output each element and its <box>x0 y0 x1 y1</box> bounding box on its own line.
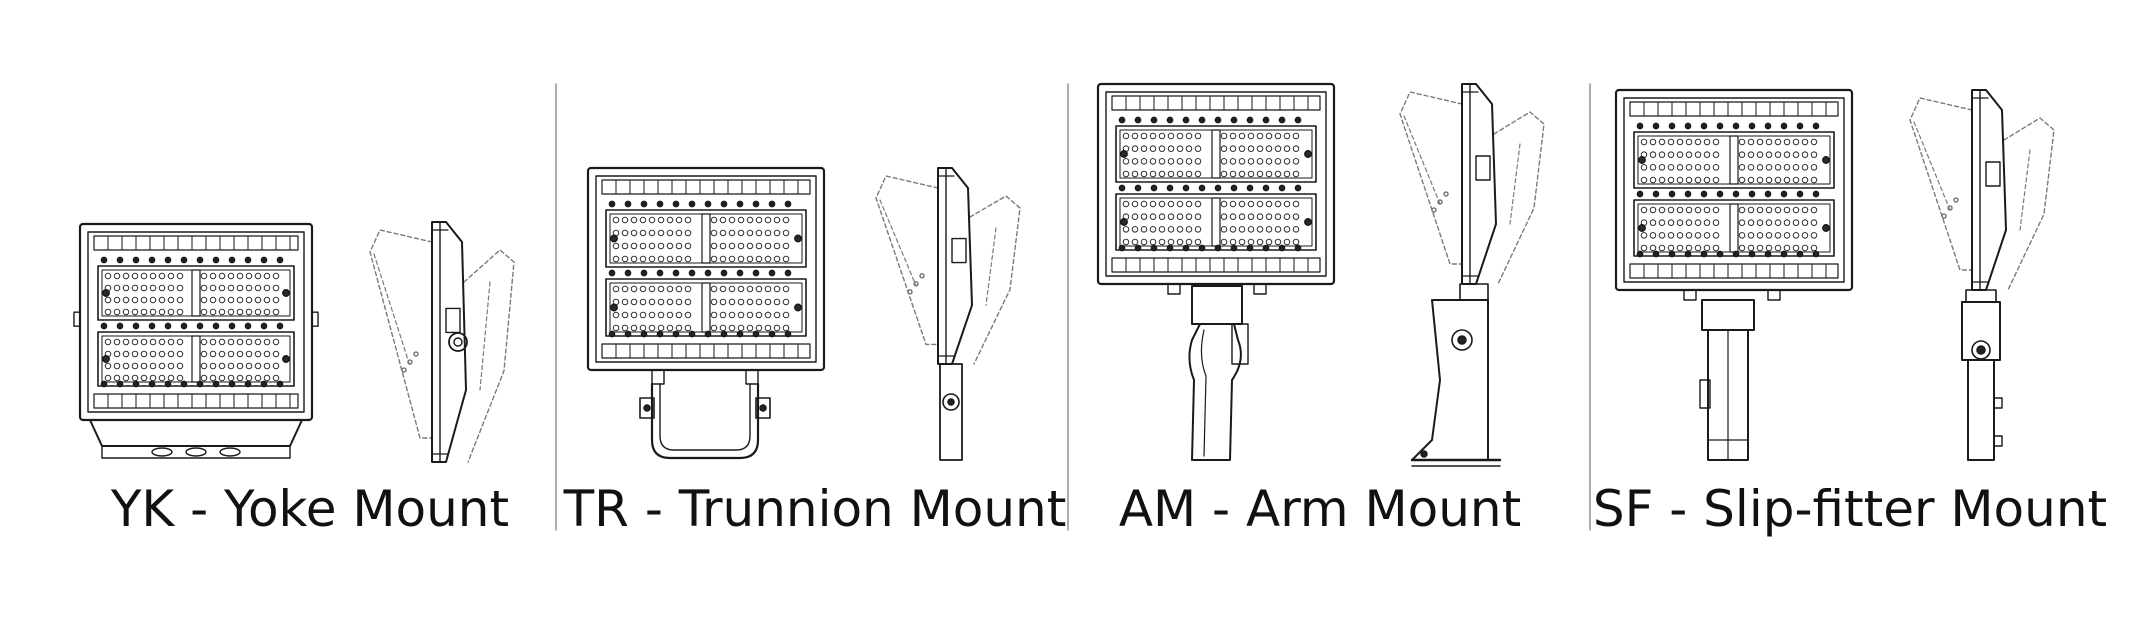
trunnion-mount-drawing <box>586 166 1021 461</box>
slip-fitter-mount-drawing <box>1614 88 2055 461</box>
caption-slip-fitter-mount: SF - Slip-fitter Mount <box>1592 480 2108 538</box>
trunnion-side-post <box>939 363 963 461</box>
slip-fitter-bracket <box>1683 289 1781 461</box>
bolt-hole <box>151 447 173 457</box>
led-module <box>1633 199 1835 257</box>
fixture-side-view <box>1399 83 1545 285</box>
bolt-hole <box>219 447 241 457</box>
led-module <box>605 278 807 337</box>
slip-fitter-side-post <box>1961 289 2003 461</box>
fixture-side-view <box>1909 89 2055 291</box>
caption-trunnion-mount: TR - Trunnion Mount <box>563 480 1067 538</box>
fixture-front-view <box>1096 82 1336 286</box>
led-module <box>1115 193 1317 251</box>
arm-mount-drawing <box>1096 82 1545 467</box>
led-module <box>1115 125 1317 183</box>
caption-yoke-mount: YK - Yoke Mount <box>110 480 510 538</box>
fixture-front-view <box>586 166 826 372</box>
led-module <box>97 331 295 387</box>
led-module <box>605 209 807 268</box>
fixture-front-view <box>1614 88 1854 292</box>
fixture-side-view <box>369 221 515 463</box>
arm-bracket <box>1167 283 1267 461</box>
fixture-front-view <box>73 222 319 422</box>
led-module <box>97 265 295 321</box>
arm-side-bracket <box>1410 283 1502 467</box>
bolt-hole <box>185 447 207 457</box>
yoke-bracket <box>89 419 303 459</box>
caption-arm-mount: AM - Arm Mount <box>1118 480 1522 538</box>
trunnion-bracket <box>639 369 771 460</box>
led-module <box>1633 131 1835 189</box>
fixture-side-view <box>875 167 1021 365</box>
yoke-mount-drawing <box>73 221 515 463</box>
